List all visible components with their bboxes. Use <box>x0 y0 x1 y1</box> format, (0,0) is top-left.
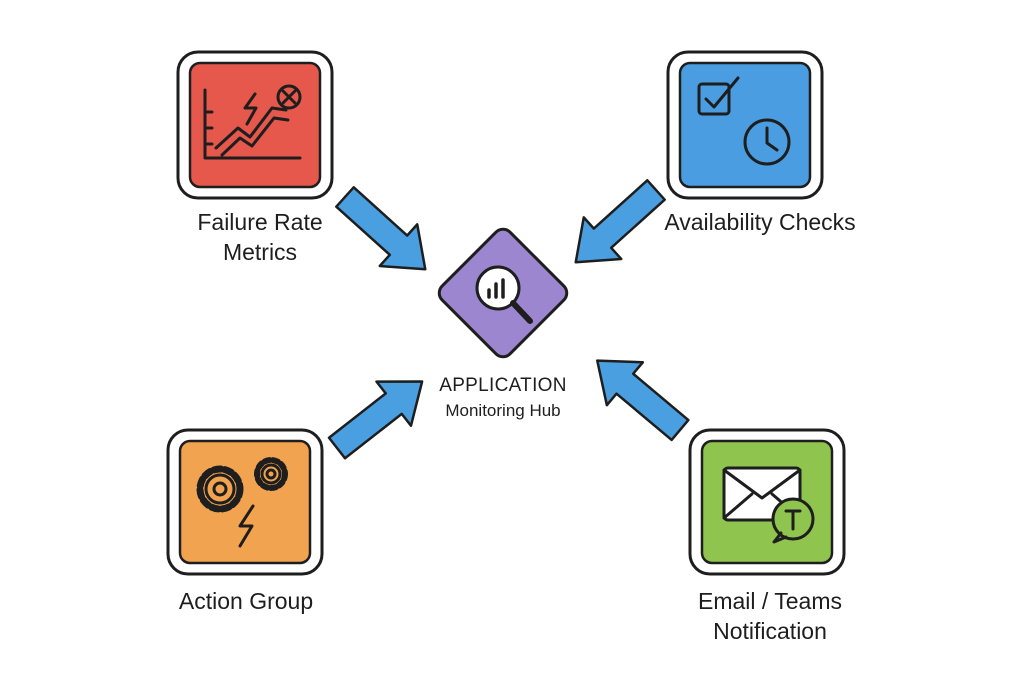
failure-chart-icon <box>203 84 302 160</box>
email-teams-tile <box>688 428 846 576</box>
arrow-availability-to-hub <box>574 179 666 264</box>
action-group-label: Action Group <box>178 588 314 614</box>
hub-title: APPLICATION <box>439 375 567 396</box>
action-group-tile <box>166 428 324 576</box>
availability-checks-tile <box>666 50 824 200</box>
availability-checks-label: Availability Checks <box>664 209 856 235</box>
checkbox-clock-icon <box>697 76 791 166</box>
mail-teams-icon <box>722 466 815 544</box>
failure-rate-tile <box>176 50 334 200</box>
failure-rate-label: Failure Rate Metrics <box>197 209 323 265</box>
gears-bolt-icon <box>196 457 288 548</box>
monitoring-hub-tile <box>437 227 569 359</box>
arrow-failure-to-hub <box>335 186 427 271</box>
magnifier-chart-icon <box>475 265 533 324</box>
arrow-email-to-hub <box>596 359 690 442</box>
email-teams-label: Email / Teams Notification <box>697 588 842 644</box>
arrow-action-to-hub <box>327 380 424 460</box>
hub-subtitle: Monitoring Hub <box>445 401 561 420</box>
